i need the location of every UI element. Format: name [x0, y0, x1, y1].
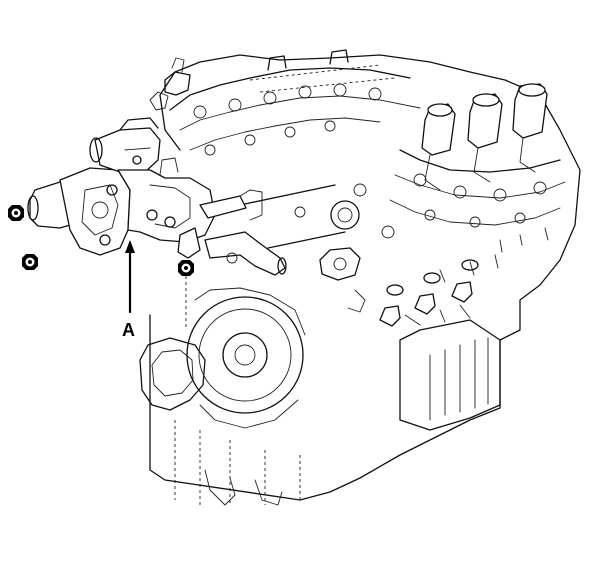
callout-a: A	[122, 240, 135, 340]
nut-icon	[8, 205, 24, 221]
engine-block	[139, 49, 581, 506]
intake-runners	[421, 83, 548, 191]
callout-a-arrowhead	[125, 240, 135, 253]
loose-nuts	[8, 205, 194, 330]
nut-icon	[22, 254, 38, 270]
nut-icon	[178, 260, 194, 276]
callout-a-label: A	[122, 320, 135, 340]
water-pump-assembly	[27, 117, 287, 276]
